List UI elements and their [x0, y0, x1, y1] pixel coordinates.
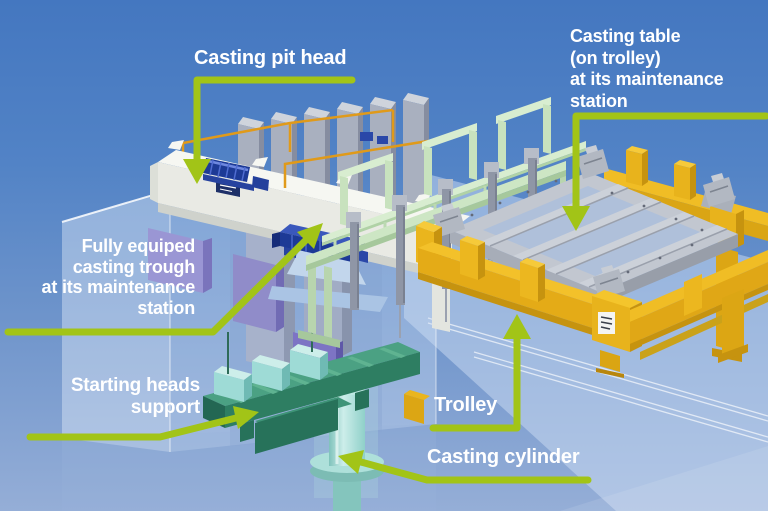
callout-line: casting trough — [72, 256, 195, 277]
callout-line: support — [130, 397, 201, 418]
floor-strip — [560, 446, 768, 511]
trolley-left-foot — [404, 394, 424, 424]
starting-heads — [214, 344, 328, 402]
pit-contents — [148, 212, 420, 511]
callout-line: Starting heads — [70, 375, 200, 396]
table-bolts — [470, 179, 704, 274]
table-cross-beams — [480, 184, 728, 288]
callout-starting-heads: Starting heads support — [71, 375, 200, 419]
callout-trolley: Trolley — [434, 394, 497, 417]
arrow-trolley — [429, 314, 531, 432]
table-corner-lugs — [433, 145, 735, 299]
arrow-starting-heads — [26, 406, 259, 441]
callout-line: at its maintenance — [41, 277, 196, 297]
trolley-front-post — [460, 236, 485, 280]
trolley-left-foot-top — [404, 390, 430, 400]
callout-line: Casting cylinder — [427, 446, 580, 468]
arrow-casting-pit-head — [183, 76, 356, 184]
trolley-front-post-2 — [520, 258, 545, 302]
trolley-right-front-post — [684, 274, 702, 316]
callout-line: at its maintenance — [570, 69, 724, 89]
trolley-right-front-leg — [718, 289, 748, 363]
trolley-near-corner — [592, 290, 642, 378]
callout-line: Fully equiped — [81, 236, 196, 256]
pit-left-wall — [62, 190, 170, 452]
trolley-back-post — [626, 146, 648, 186]
callout-casting-pit-head: Casting pit head — [194, 47, 347, 70]
callout-arrows — [4, 76, 768, 484]
callout-line: Trolley — [434, 394, 498, 416]
callout-line: station — [570, 90, 628, 111]
callout-casting-table: Casting table (on trolley) at its mainte… — [570, 26, 724, 112]
frame-blue-clamp-2 — [377, 136, 388, 144]
arrow-casting-cylinder — [338, 450, 592, 484]
callout-casting-cylinder: Casting cylinder — [427, 446, 580, 469]
trolley-back-post-2 — [674, 160, 696, 200]
callout-line: station — [137, 297, 195, 318]
callout-line: (on trolley) — [570, 47, 661, 68]
starting-heads-support-part — [203, 312, 420, 454]
frame-u-brackets — [338, 97, 551, 226]
callout-line: Casting table — [570, 26, 681, 46]
frame-blue-clamp — [360, 132, 373, 141]
arrow-casting-table — [562, 112, 768, 231]
arrow-casting-trough — [4, 223, 323, 336]
callout-line: Casting pit head — [194, 47, 347, 69]
trolley-front — [404, 221, 768, 424]
blue-cylinder-assembly — [203, 158, 269, 191]
callout-casting-trough: Fully equiped casting trough at its main… — [41, 236, 196, 318]
